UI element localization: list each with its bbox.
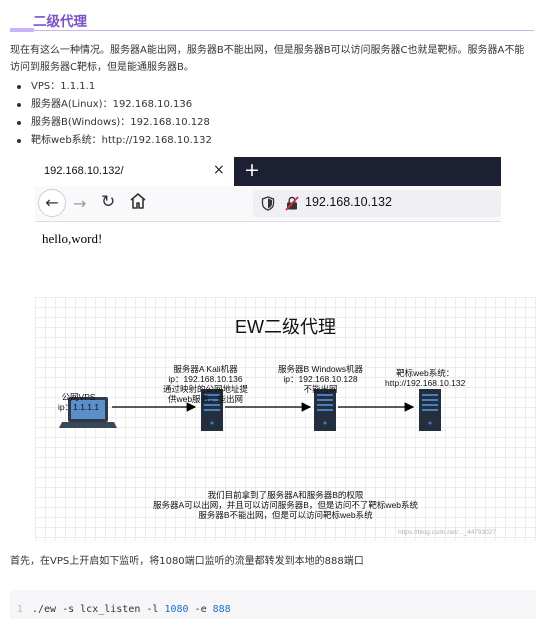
section-heading: 二级代理 (33, 14, 87, 30)
forward-icon[interactable]: → (73, 194, 87, 213)
caption-line: 服务器A可以出网，并且可以访问服务器B，但是访问不了靶标web系统 (153, 500, 418, 510)
server-a-label-line: 供web服务，能出网 (167, 394, 244, 404)
code-line[interactable]: ./ew -s lcx_listen -l 1080 -e 888 (32, 604, 231, 615)
tab-bar: 192.168.10.132/ × + (35, 157, 501, 186)
shield-icon[interactable] (261, 196, 275, 211)
server-b-label-line: ip：192.168.10.128 (283, 374, 358, 384)
server-b-label-line: 服务器B Windows机器 (278, 364, 364, 374)
browser-tab[interactable]: 192.168.10.132/ × (35, 157, 234, 186)
list-item: 靶标web系统：http://192.168.10.132 (14, 132, 212, 150)
diagram-graphics (59, 389, 441, 431)
page-content: hello,word! (42, 231, 103, 246)
server-a-icon (201, 389, 223, 431)
plus-icon[interactable]: + (244, 159, 260, 181)
code-command: ./ew -s lcx_listen -l (32, 604, 165, 615)
tab-title: 192.168.10.132/ (44, 165, 124, 177)
server-b-label-line: 不能出网 (303, 384, 338, 394)
code-block[interactable]: 1 ./ew -s lcx_listen -l 1080 -e 888 (10, 590, 536, 619)
nav-toolbar: ← → ↻ 192.168.10.132 (35, 186, 501, 222)
watermark: https://blog.csdn.net/..._44793027 (398, 529, 496, 536)
insecure-lock-icon[interactable] (285, 196, 299, 211)
diagram-title: EW二级代理 (235, 317, 336, 337)
intro-paragraph: 现在有这么一种情况。服务器A能出网，服务器B不能出网，但是服务器B可以访问服务器… (10, 45, 525, 73)
reload-icon[interactable]: ↻ (101, 192, 116, 212)
list-item: 服务器A(Linux)：192.168.10.136 (14, 96, 212, 114)
code-flag: -e (188, 604, 213, 615)
diagram-caption: 我们目前拿到了服务器A和服务器B的权限 服务器A可以出网，并且可以访问服务器B，… (35, 490, 536, 520)
list-item: VPS：1.1.1.1 (14, 78, 212, 96)
server-a-label: 服务器A Kali机器 ip：192.168.10.136 通过映射的公网地址提… (163, 364, 248, 404)
home-icon[interactable] (129, 191, 147, 211)
server-b-icon (314, 389, 336, 431)
instruction-text: 首先，在VPS上开启如下监听，将1080端口监听的流量都转发到本地的888端口 (10, 556, 364, 567)
vps-label-line: 公网VPS (61, 392, 96, 402)
browser-screenshot: 192.168.10.132/ × + ← → ↻ 192.168.10.132… (35, 157, 501, 287)
address-bar[interactable]: 192.168.10.132 (253, 190, 501, 217)
info-list: VPS：1.1.1.1 服务器A(Linux)：192.168.10.136 服… (14, 78, 212, 150)
server-a-label-line: ip：192.168.10.136 (168, 374, 243, 384)
target-label-line: http://192.168.10.132 (385, 378, 466, 388)
url-text[interactable]: 192.168.10.132 (305, 195, 392, 209)
line-number: 1 (17, 604, 23, 615)
server-a-label-line: 服务器A Kali机器 (173, 364, 238, 374)
caption-line: 服务器B不能出网，但是可以访问靶标web系统 (198, 510, 373, 520)
server-b-label: 服务器B Windows机器 ip：192.168.10.128 不能出网 (278, 364, 363, 394)
vps-label-line: ip：1.1.1.1 (58, 402, 100, 412)
code-number: 1080 (164, 604, 189, 615)
target-server-icon (419, 389, 441, 431)
laptop-icon (59, 397, 117, 428)
heading-underline (10, 30, 534, 31)
vps-label: 公网VPS ip：1.1.1.1 (58, 392, 99, 412)
back-icon[interactable]: ← (38, 189, 66, 217)
list-item: 服务器B(Windows)：192.168.10.128 (14, 114, 212, 132)
network-diagram: EW二级代理 公网VPS ip：1.1.1.1 服务器A Kali机器 ip：1… (35, 297, 536, 541)
target-label: 靶标web系统： http://192.168.10.132 (385, 368, 465, 388)
caption-line: 我们目前拿到了服务器A和服务器B的权限 (207, 490, 364, 500)
close-icon[interactable]: × (213, 162, 225, 178)
code-number: 888 (212, 604, 231, 615)
server-a-label-line: 通过映射的公网地址提 (163, 384, 249, 394)
target-label-line: 靶标web系统： (396, 368, 455, 378)
